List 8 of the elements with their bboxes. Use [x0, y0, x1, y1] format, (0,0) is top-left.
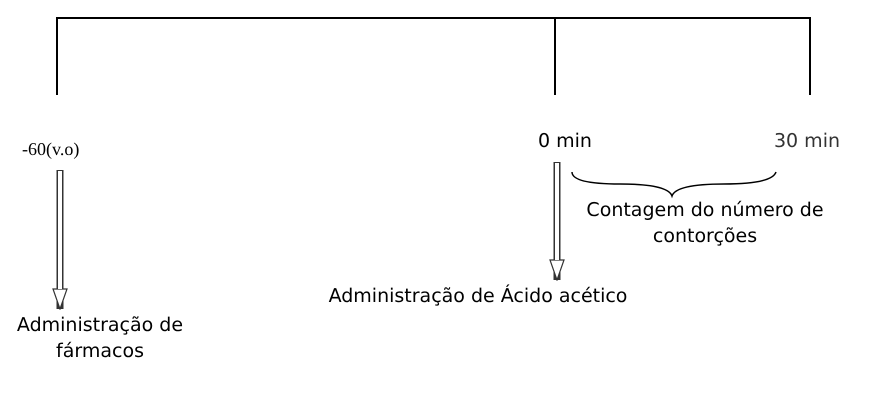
event-label: Administração de fármacos: [0, 312, 200, 364]
interval-label: Contagem do número de contorções: [585, 198, 825, 249]
event-label: Administração de Ácido acético: [328, 283, 628, 309]
hollow-arrow: [52, 170, 68, 310]
time-label: -60(v.o): [22, 136, 132, 162]
time-label: 30 min: [772, 129, 842, 154]
time-label: 0 min: [530, 128, 600, 154]
hollow-arrow: [549, 162, 565, 281]
